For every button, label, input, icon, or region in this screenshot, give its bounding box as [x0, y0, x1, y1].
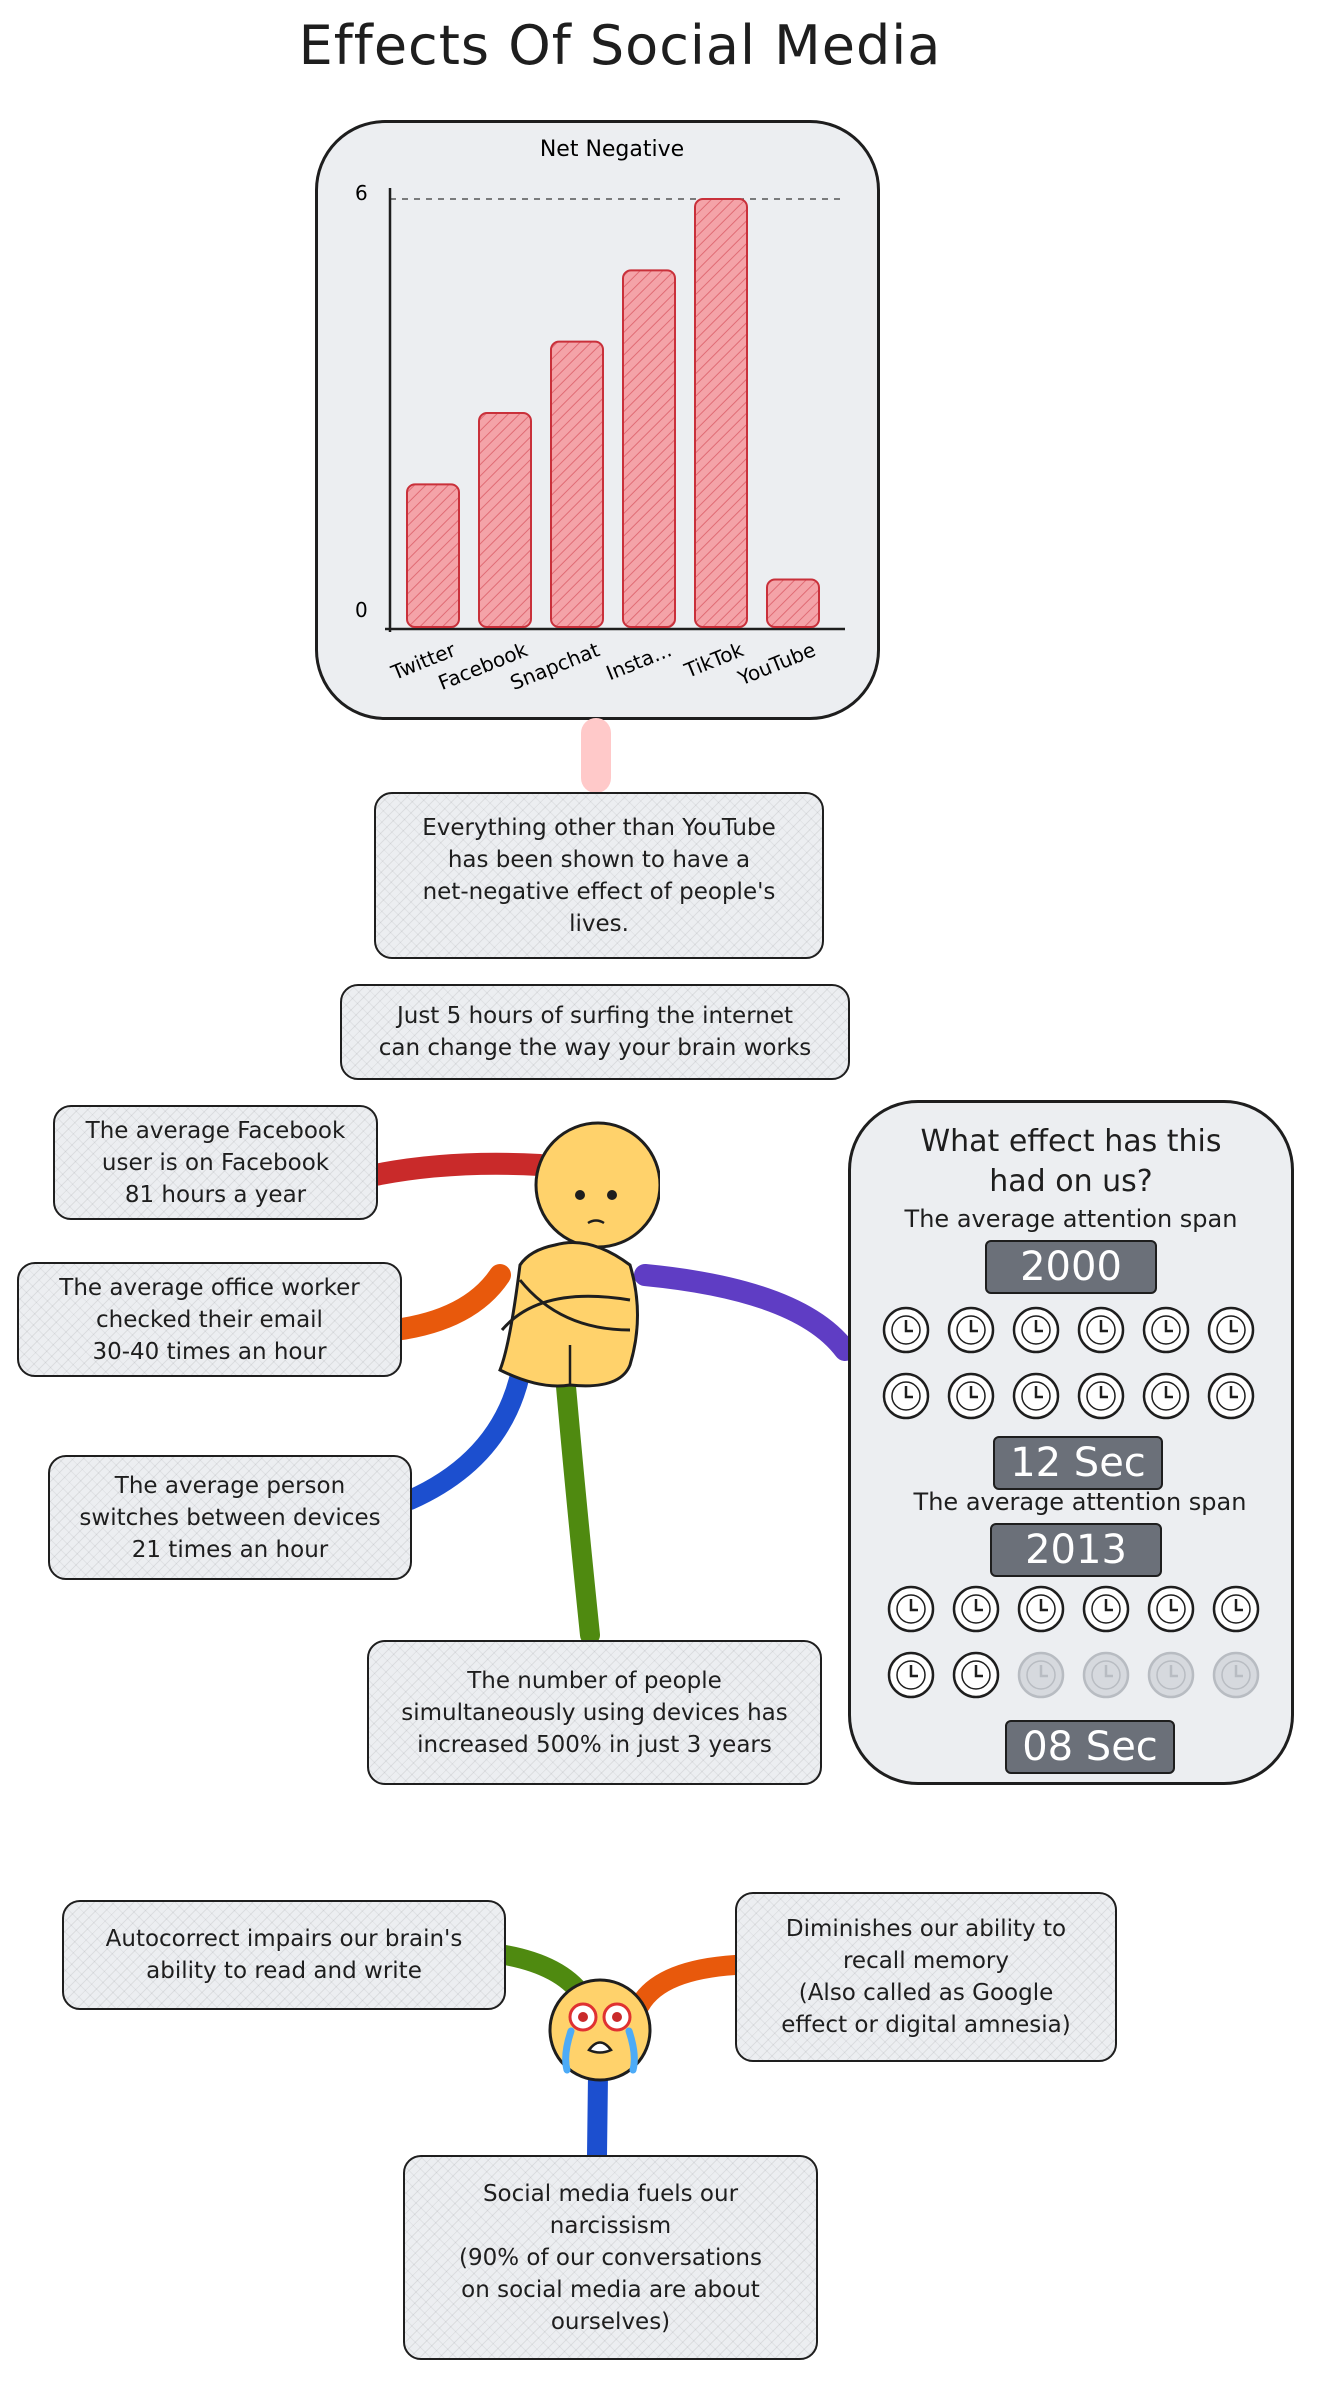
year-2000-badge: 2000	[985, 1240, 1157, 1294]
sad-figure	[498, 1121, 660, 1388]
clock-icon	[1010, 1370, 1062, 1426]
bar-twitter	[406, 483, 460, 629]
clock-icon	[880, 1370, 932, 1426]
attention-label-2013: The average attention span	[913, 1488, 1247, 1516]
y-tick-top: 6	[355, 181, 368, 205]
figure-body	[498, 1241, 639, 1388]
clock-icon-faded	[1080, 1649, 1132, 1705]
email-note: The average office worker checked their …	[17, 1262, 402, 1377]
clock-icon	[1205, 1370, 1257, 1426]
youtube-note: Everything other than YouTube has been s…	[374, 792, 824, 959]
green-connector	[555, 1365, 600, 1645]
connectors-middle	[364, 1152, 856, 1645]
clock-grid-2000	[880, 1304, 1270, 1434]
attention-label-2000: The average attention span	[904, 1205, 1238, 1233]
devices-note: The average person switches between devi…	[48, 1455, 412, 1580]
clock-icon	[1140, 1304, 1192, 1360]
x-tick-label: YouTube	[734, 637, 819, 690]
clock-icon	[1210, 1583, 1262, 1639]
pink-connector	[581, 718, 611, 793]
clock-icon	[945, 1370, 997, 1426]
clock-icon-faded	[1210, 1649, 1262, 1705]
clock-icon	[1205, 1304, 1257, 1360]
facebook-note: The average Facebook user is on Facebook…	[53, 1105, 378, 1220]
page-title: Effects Of Social Media	[298, 14, 942, 77]
span-08-sec-badge: 08 Sec	[1005, 1720, 1175, 1774]
clock-icon-faded	[1015, 1649, 1067, 1705]
clock-icon	[1075, 1304, 1127, 1360]
bar-snapchat	[550, 340, 604, 629]
bar-tiktok	[694, 198, 748, 628]
clock-icon	[1015, 1583, 1067, 1639]
y-tick-bottom: 0	[355, 598, 368, 622]
orange-connector-bottom	[630, 1955, 745, 2015]
clock-icon	[1145, 1583, 1197, 1639]
autocorrect-note: Autocorrect impairs our brain's ability …	[62, 1900, 506, 2010]
figure-head	[534, 1121, 660, 1249]
clock-icon	[1080, 1583, 1132, 1639]
clock-icon	[880, 1304, 932, 1360]
year-2013-badge: 2013	[990, 1523, 1162, 1577]
simultaneous-note: The number of people simultaneously usin…	[367, 1640, 822, 1785]
narcissism-note: Social media fuels our narcissism (90% o…	[403, 2155, 818, 2360]
red-connector	[364, 1152, 551, 1186]
crying-face	[548, 1978, 652, 2082]
clock-icon	[885, 1583, 937, 1639]
clock-grid-2013	[885, 1583, 1275, 1713]
clock-icon	[1010, 1304, 1062, 1360]
bar-chart: Net Negative 6 0 TwitterFacebookSnapchat…	[355, 137, 845, 695]
internet-note: Just 5 hours of surfing the internet can…	[340, 984, 850, 1080]
orange-connector	[384, 1264, 511, 1341]
memory-note: Diminishes our ability to recall memory …	[735, 1892, 1117, 2062]
clock-icon	[950, 1583, 1002, 1639]
bar-youtube	[766, 578, 820, 629]
clock-icon	[945, 1304, 997, 1360]
clock-icon-faded	[1145, 1649, 1197, 1705]
clock-icon	[1140, 1370, 1192, 1426]
span-12-sec-badge: 12 Sec	[993, 1436, 1163, 1490]
attention-heading: What effect has this had on us?	[920, 1124, 1222, 1199]
bar-insta	[622, 269, 676, 628]
clock-icon	[885, 1649, 937, 1705]
purple-connector	[634, 1264, 856, 1361]
x-tick-label: Insta...	[603, 637, 675, 685]
chart-title: Net Negative	[540, 137, 684, 162]
bar-facebook	[478, 412, 532, 628]
clock-icon	[1075, 1370, 1127, 1426]
blue-connector	[400, 1365, 530, 1510]
blue-connector-bottom	[587, 2065, 608, 2165]
clock-icon	[950, 1649, 1002, 1705]
